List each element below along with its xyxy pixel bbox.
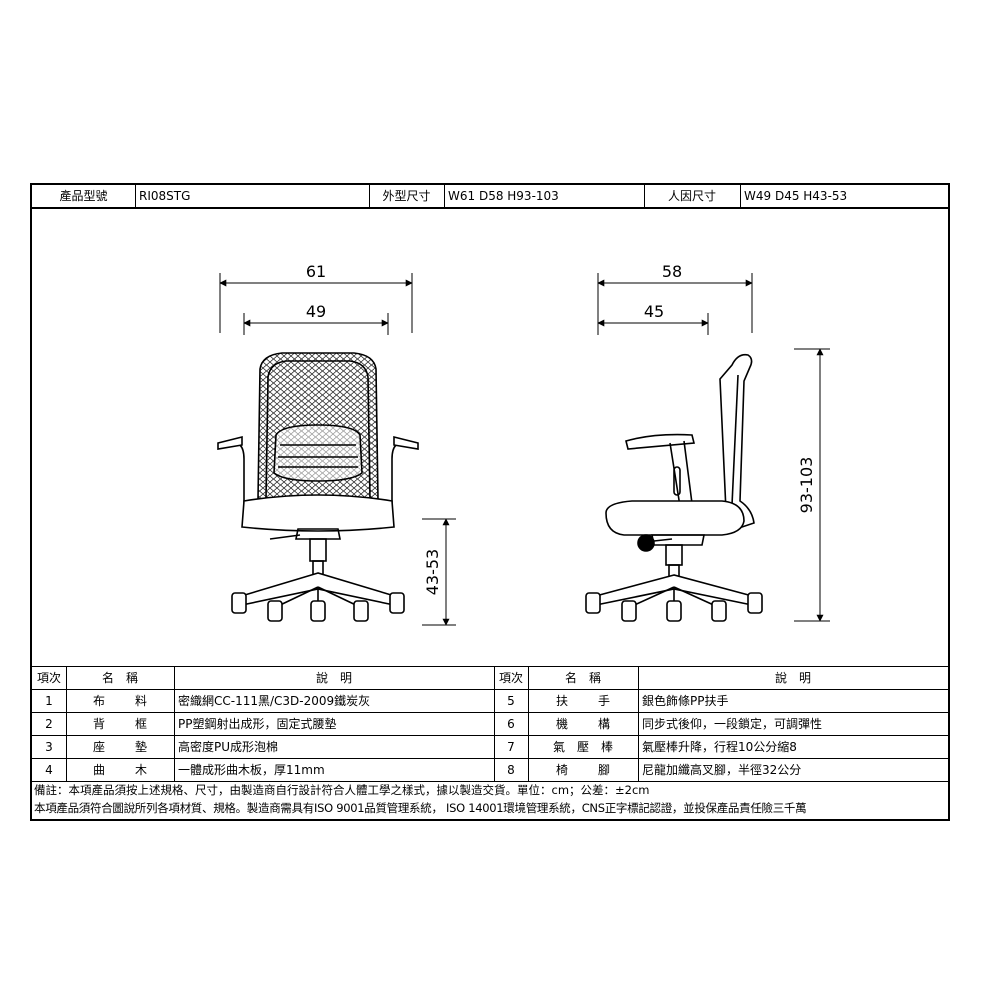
row5-desc: 銀色飾條PP扶手 (642, 693, 729, 708)
col-desc-left: 說 明 (315, 670, 352, 685)
row3-desc: 高密度PU成形泡棉 (178, 739, 279, 754)
model-label: 產品型號 (59, 189, 108, 203)
row1-no: 1 (45, 693, 53, 708)
note-1: 備註：本項產品須按上述規格、尺寸，由製造商自行設計符合人體工學之樣式，據以製造交… (34, 783, 650, 798)
row2-no: 2 (45, 716, 53, 731)
side-depth-total-label: 58 (662, 262, 682, 281)
row3-name: 座墊 (93, 739, 174, 754)
side-dimensions (597, 273, 830, 622)
model-value: RI08STG (139, 189, 191, 203)
row8-desc: 尼龍加纖高叉腳，半徑32公分 (642, 762, 802, 777)
row5-no: 5 (507, 693, 515, 708)
row6-desc: 同步式後仰，一段鎖定，可調彈性 (642, 716, 823, 731)
row7-name: 氣壓棒 (552, 739, 625, 754)
front-seat-height-label: 43-53 (423, 549, 442, 596)
row8-name: 椅腳 (556, 762, 638, 777)
front-chair (217, 352, 419, 622)
row7-desc: 氣壓棒升降，行程10公分縮8 (642, 739, 797, 754)
side-chair (585, 353, 763, 622)
row1-name: 布料 (93, 693, 174, 708)
row7-no: 7 (507, 739, 515, 754)
col-no-right: 項次 (498, 670, 523, 685)
note-2: 本項產品須符合圖說所列各項材質、規格。製造商需具有ISO 9001品質管理系統，… (34, 801, 807, 816)
front-dimensions (219, 273, 456, 626)
row2-name: 背框 (93, 716, 174, 731)
front-width-seat-label: 49 (306, 302, 326, 321)
row1-desc: 密織網CC-111黑/C3D-2009鐵炭灰 (178, 693, 371, 708)
side-height-label: 93-103 (797, 457, 816, 514)
outer-size-value: W61 D58 H93-103 (448, 189, 559, 203)
front-width-total-label: 61 (306, 262, 326, 281)
col-no-left: 項次 (36, 670, 61, 685)
row4-name: 曲木 (93, 762, 174, 777)
col-desc-right: 說 明 (774, 670, 811, 685)
spec-sheet: 產品型號 RI08STG 外型尺寸 W61 D58 H93-103 人因尺寸 W… (30, 183, 950, 821)
row3-no: 3 (45, 739, 53, 754)
row8-no: 8 (507, 762, 515, 777)
ergonomic-size-label: 人因尺寸 (667, 189, 716, 203)
outer-size-label: 外型尺寸 (382, 189, 431, 203)
row4-desc: 一體成形曲木板，厚11mm (178, 762, 325, 777)
row4-no: 4 (45, 762, 53, 777)
row6-name: 機構 (556, 716, 638, 731)
side-depth-seat-label: 45 (644, 302, 664, 321)
row2-desc: PP塑鋼射出成形，固定式腰墊 (178, 716, 337, 731)
ergonomic-size-value: W49 D45 H43-53 (744, 189, 848, 203)
row6-no: 6 (507, 716, 515, 731)
row5-name: 扶手 (556, 693, 638, 708)
chair-drawing: 61 49 43-53 (217, 262, 830, 626)
col-name-left: 名 稱 (101, 670, 138, 685)
col-name-right: 名 稱 (564, 670, 601, 685)
